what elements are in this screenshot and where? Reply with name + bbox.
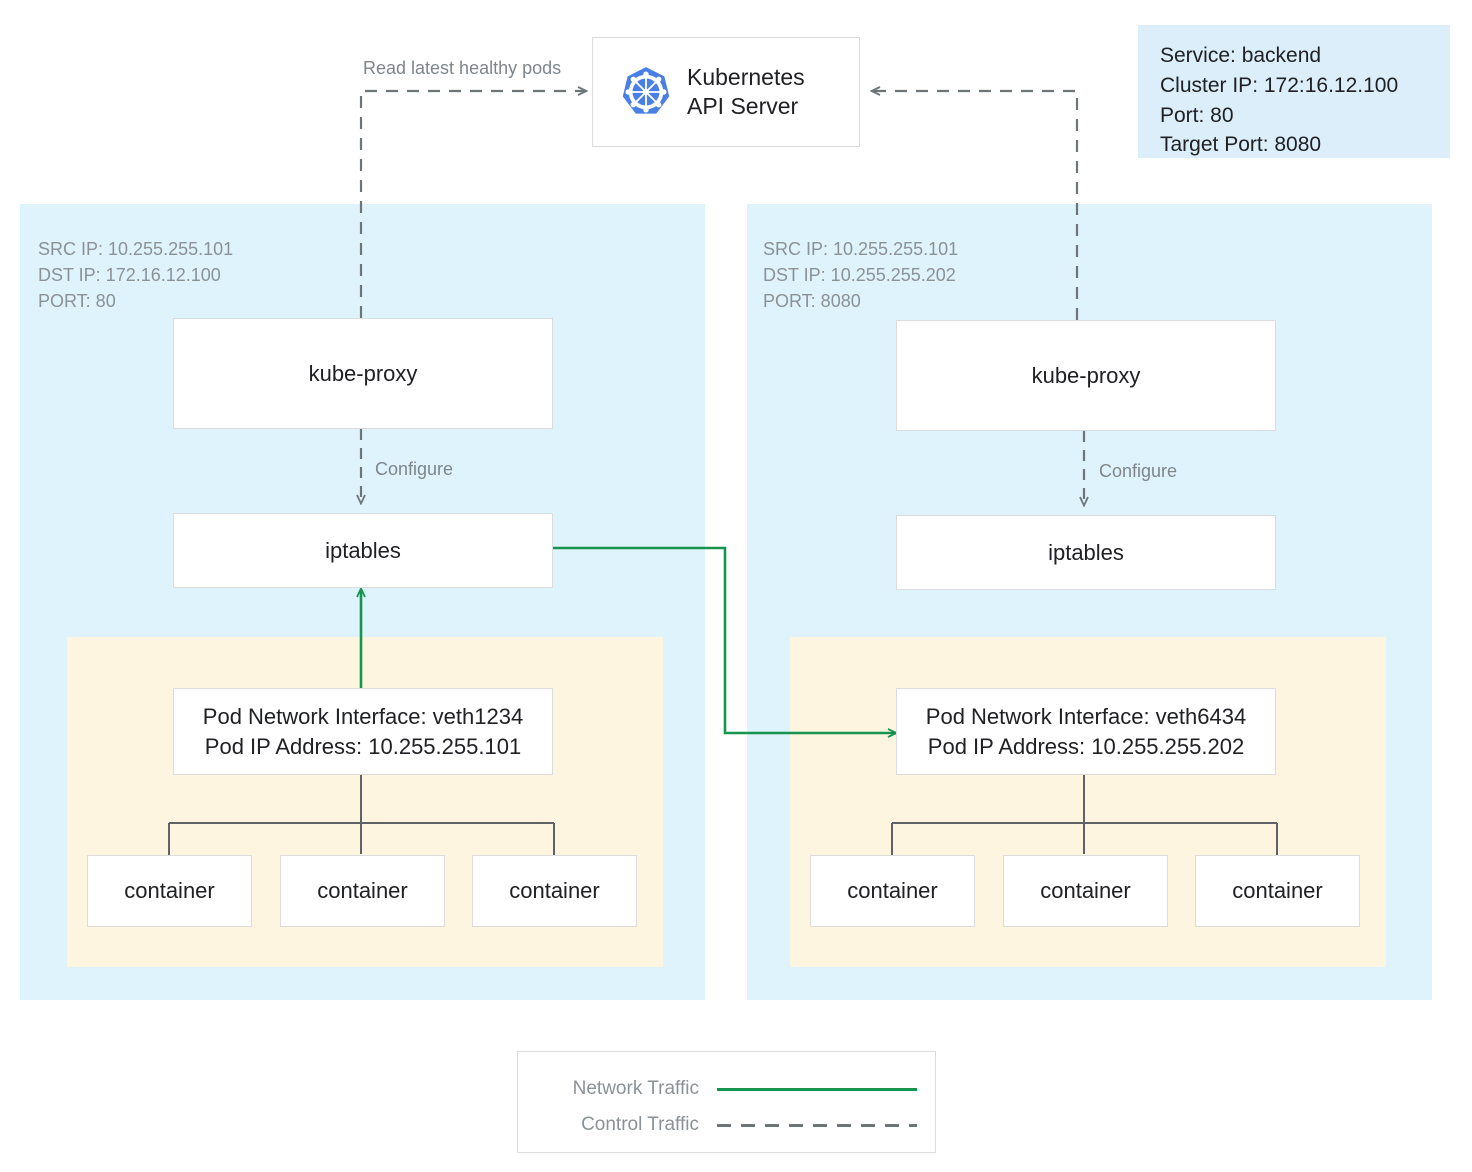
container-box[interactable]: container <box>472 855 637 927</box>
pod-network-interface-box-right[interactable]: Pod Network Interface: veth6434 Pod IP A… <box>896 688 1276 775</box>
iptables-label-right: iptables <box>1048 539 1124 565</box>
edge-label-read-latest-healthy-pods: Read latest healthy pods <box>363 58 562 78</box>
kube-proxy-label-left: kube-proxy <box>308 360 418 386</box>
kubernetes-logo-icon <box>619 65 673 119</box>
container-label: container <box>1232 878 1323 904</box>
api-server-label: Kubernetes API Server <box>687 63 805 119</box>
iptables-label-left: iptables <box>325 537 401 563</box>
iptables-box-right[interactable]: iptables <box>896 515 1276 590</box>
node-left-meta-text: SRC IP: 10.255.255.101 DST IP: 172.16.12… <box>38 239 234 312</box>
kubernetes-api-server-box[interactable]: Kubernetes API Server <box>592 37 860 147</box>
legend-box: Network Traffic Control Traffic <box>517 1051 936 1153</box>
kube-proxy-box-left[interactable]: kube-proxy <box>173 318 553 429</box>
legend-label-network-traffic: Network Traffic <box>572 1078 699 1099</box>
legend-swatch-solid-line <box>717 1087 917 1091</box>
container-label: container <box>847 878 938 904</box>
container-box[interactable]: container <box>280 855 445 927</box>
node-right-meta-text: SRC IP: 10.255.255.101 DST IP: 10.255.25… <box>763 239 959 312</box>
service-info-text: Service: backend Cluster IP: 172:16.12.1… <box>1160 44 1399 157</box>
kube-proxy-box-right[interactable]: kube-proxy <box>896 320 1276 431</box>
container-label: container <box>124 878 215 904</box>
edge-label-configure-left: Configure <box>375 459 454 479</box>
container-label: container <box>317 878 408 904</box>
kube-proxy-label-right: kube-proxy <box>1031 362 1141 388</box>
pod-network-interface-box-left[interactable]: Pod Network Interface: veth1234 Pod IP A… <box>173 688 553 775</box>
legend-swatch-dashed-line <box>717 1123 917 1127</box>
legend-label-control-traffic: Control Traffic <box>581 1114 699 1135</box>
legend-row-network-traffic: Network Traffic <box>518 1078 917 1100</box>
edge-label-configure-right: Configure <box>1099 461 1178 481</box>
container-label: container <box>1040 878 1131 904</box>
service-info-callout: Service: backend Cluster IP: 172:16.12.1… <box>1138 25 1450 158</box>
legend-row-control-traffic: Control Traffic <box>518 1114 917 1136</box>
iptables-box-left[interactable]: iptables <box>173 513 553 588</box>
pod-network-interface-label-right: Pod Network Interface: veth6434 Pod IP A… <box>925 703 1247 759</box>
container-label: container <box>509 878 600 904</box>
pod-network-interface-label-left: Pod Network Interface: veth1234 Pod IP A… <box>202 703 524 759</box>
container-box[interactable]: container <box>87 855 252 927</box>
container-box[interactable]: container <box>1195 855 1360 927</box>
container-box[interactable]: container <box>810 855 975 927</box>
container-box[interactable]: container <box>1003 855 1168 927</box>
